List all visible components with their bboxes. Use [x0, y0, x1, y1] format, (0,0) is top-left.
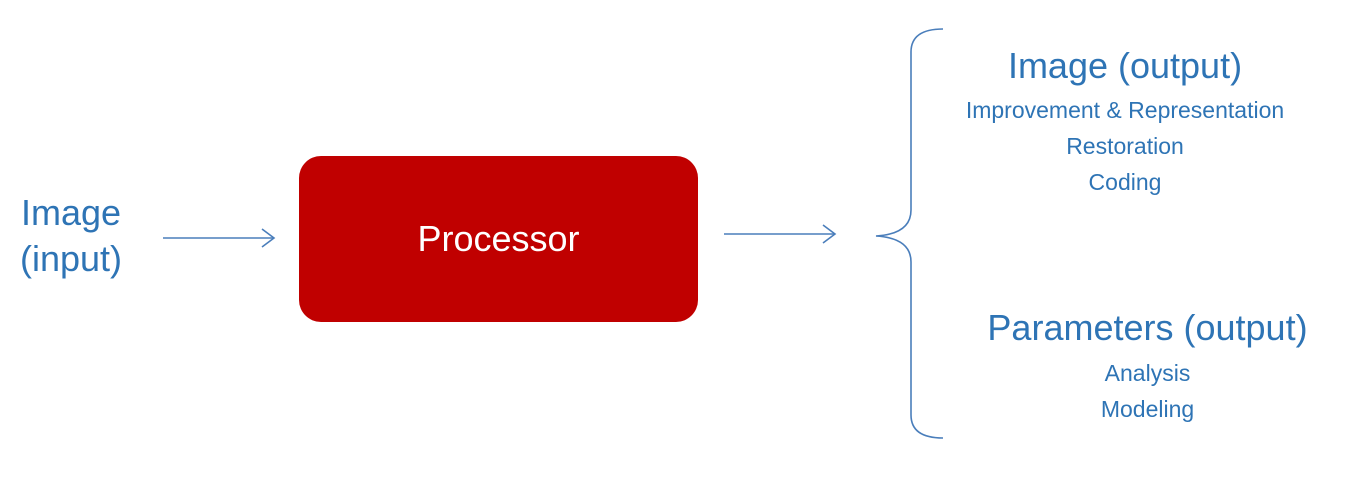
parameters-output-item: Modeling: [1100, 396, 1195, 422]
input-label: Image (input): [0, 190, 142, 282]
image-output-item: Restoration: [1066, 133, 1184, 159]
parameters-output-list: Analysis Modeling: [1000, 355, 1295, 427]
processor-label: Processor: [417, 218, 580, 259]
input-label-line2: (input): [19, 238, 123, 280]
input-arrow: [163, 228, 276, 248]
image-output-title: Image (output): [1007, 45, 1243, 86]
input-label-line1: Image: [20, 192, 122, 233]
parameters-output-item: Analysis: [1104, 360, 1191, 386]
image-output-item: Improvement & Representation: [965, 97, 1285, 123]
image-output-list: Improvement & Representation Restoration…: [920, 92, 1330, 200]
image-output-item: Coding: [1088, 169, 1162, 195]
output-arrow: [724, 224, 837, 244]
parameters-output-title: Parameters (output): [987, 307, 1308, 348]
processor-box: Processor: [299, 156, 698, 322]
output-brace: [875, 28, 944, 439]
